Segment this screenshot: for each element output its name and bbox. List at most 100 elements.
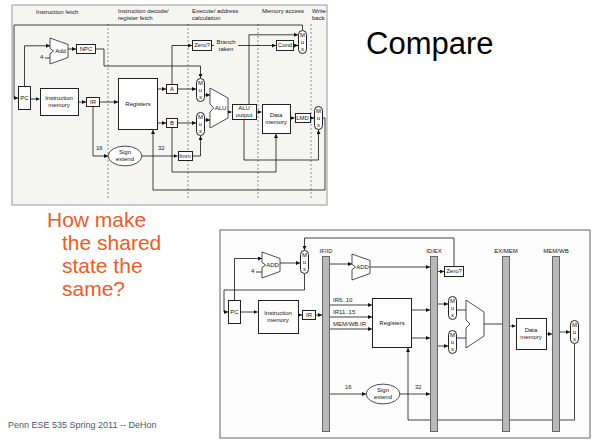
latch-box: NPC bbox=[76, 44, 96, 54]
multiplexer: M u x bbox=[300, 250, 309, 274]
connector bbox=[412, 310, 430, 311]
memory-box: Data memory bbox=[262, 104, 291, 134]
pc-register: PC bbox=[18, 86, 31, 110]
register-file: Registers bbox=[118, 78, 158, 130]
alu: ALU bbox=[210, 88, 228, 128]
multiplexer: M u x bbox=[196, 78, 205, 102]
connector bbox=[400, 394, 430, 395]
stage-divider bbox=[108, 24, 109, 200]
bus-width: 32 bbox=[158, 145, 165, 152]
wire-label: IR11..15 bbox=[333, 309, 355, 316]
sign-extend: Sign extend bbox=[108, 146, 142, 166]
wire bbox=[457, 338, 466, 339]
connector bbox=[235, 259, 263, 301]
node-label: IR bbox=[90, 99, 96, 106]
connector bbox=[172, 46, 192, 85]
bus-width: 16 bbox=[96, 145, 103, 152]
bus-width: 16 bbox=[345, 384, 352, 391]
sign-extend: Sign extend bbox=[366, 384, 400, 404]
constant-wire bbox=[256, 272, 262, 273]
node-label: Sign extend bbox=[373, 387, 393, 401]
alu-outline-shape bbox=[50, 38, 68, 64]
node-label: Data memory bbox=[263, 112, 290, 126]
constant-wire bbox=[45, 58, 50, 59]
node-label: Cond bbox=[278, 42, 292, 49]
node-label: Instruction memory bbox=[41, 95, 78, 109]
latch-box: IR bbox=[302, 310, 316, 320]
figure-frame bbox=[220, 230, 590, 438]
node-label: B bbox=[170, 120, 174, 127]
node-label: ALU bbox=[215, 105, 227, 112]
multiplexer: M u x bbox=[314, 106, 323, 130]
node-label: PC bbox=[230, 309, 238, 316]
connector bbox=[93, 107, 108, 156]
register-label: ID/EX bbox=[426, 248, 442, 255]
memory-box: Instruction memory bbox=[258, 300, 299, 334]
connector bbox=[178, 123, 196, 124]
connector bbox=[560, 332, 570, 333]
adder: ADD bbox=[262, 252, 280, 278]
ellipse-outline-shape bbox=[108, 146, 142, 166]
latch-box: ALU output bbox=[232, 104, 257, 120]
node-label: ADD bbox=[356, 264, 369, 271]
node-label: NPC bbox=[80, 46, 93, 53]
connector bbox=[172, 128, 276, 172]
memory-box: Data memory bbox=[516, 318, 547, 350]
constant: 4 bbox=[40, 54, 43, 61]
register-label: EX/MEM bbox=[494, 248, 518, 255]
node-label: Registers bbox=[125, 101, 150, 108]
memory-box: Instruction memory bbox=[40, 88, 79, 116]
node-label: M u x bbox=[316, 108, 322, 129]
pipeline-register: ID/EX bbox=[430, 256, 438, 432]
latch-box: Imm bbox=[178, 151, 193, 161]
stage-heading: Write back bbox=[312, 8, 326, 22]
node-label: M u x bbox=[572, 322, 578, 343]
register-file: Registers bbox=[372, 298, 412, 348]
ellipse-outline-shape bbox=[366, 384, 400, 404]
connector bbox=[330, 394, 366, 395]
latch-box: LMD bbox=[295, 113, 311, 123]
node-label: Instruction memory bbox=[259, 310, 298, 324]
adder: Add bbox=[50, 38, 68, 64]
connector bbox=[330, 305, 372, 306]
figure-frame bbox=[12, 5, 327, 205]
zero-test: Zero? bbox=[192, 40, 212, 51]
node-label: Sign extend bbox=[115, 149, 135, 163]
node-label: ADD bbox=[266, 262, 279, 269]
node-label: IR bbox=[306, 312, 312, 319]
pipeline-register: EX/MEM bbox=[502, 256, 510, 432]
connector bbox=[100, 102, 118, 103]
node-label: Zero? bbox=[446, 268, 462, 275]
latch-box: A bbox=[166, 84, 178, 94]
connector bbox=[438, 304, 448, 305]
connector bbox=[330, 264, 352, 265]
alu-outline-shape bbox=[210, 88, 228, 128]
connector bbox=[31, 99, 40, 100]
connector bbox=[25, 46, 51, 86]
slide-title: Compare bbox=[366, 26, 494, 62]
latch-box: Cond bbox=[276, 40, 294, 51]
alu-symbol bbox=[466, 300, 484, 348]
alu-outline-shape bbox=[352, 254, 370, 280]
stage-heading: Execute/ address calculation bbox=[192, 8, 254, 22]
multiplexer: M u x bbox=[196, 112, 205, 136]
stage-heading: Instruction fetch bbox=[36, 9, 102, 16]
stage-divider bbox=[311, 24, 312, 200]
node-label: M u x bbox=[198, 114, 204, 135]
node-label: Data memory bbox=[517, 327, 546, 341]
node-label: M u x bbox=[302, 252, 308, 273]
pc-register: PC bbox=[228, 300, 241, 324]
connector bbox=[178, 89, 196, 90]
connector bbox=[370, 267, 430, 268]
connector bbox=[438, 346, 448, 347]
stage-heading: Memory access bbox=[262, 8, 308, 15]
multiplexer: M u x bbox=[448, 330, 457, 354]
connector bbox=[193, 136, 201, 156]
node-label: Registers bbox=[379, 320, 404, 327]
multiplexer: M u x bbox=[298, 30, 307, 54]
connector bbox=[330, 329, 372, 330]
wire bbox=[457, 310, 466, 311]
node-label: A bbox=[170, 86, 174, 93]
connector bbox=[412, 338, 430, 339]
